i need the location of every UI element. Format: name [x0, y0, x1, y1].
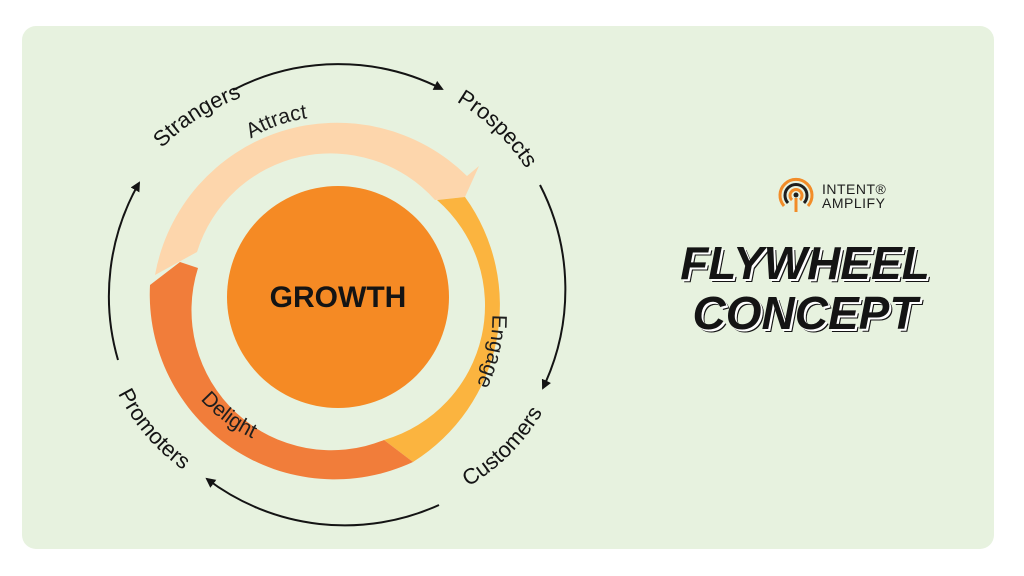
- growth-hub: [227, 186, 449, 408]
- outer-label-customers-text: Customers: [457, 402, 546, 491]
- segment-delight: [149, 262, 413, 480]
- growth-label: GROWTH: [270, 281, 407, 314]
- title-line2: CONCEPT: [692, 287, 918, 339]
- outer-label-prospects: Prospects: [454, 85, 543, 172]
- outer-label-strangers: Strangers: [148, 79, 244, 152]
- segment-engage: [384, 197, 500, 462]
- arc-promoters-to-strangers: [107, 181, 140, 361]
- arc-strangers-to-prospects: [232, 63, 444, 91]
- arc-customers-to-promoters: [205, 477, 440, 527]
- outer-label-strangers-text: Strangers: [148, 79, 244, 152]
- brand-line2: AMPLIFY: [822, 195, 886, 211]
- brand-line1: INTENT®: [822, 181, 887, 197]
- arc-prospects-to-customers: [539, 184, 567, 390]
- outer-cycle: [107, 63, 567, 527]
- outer-label-customers: Customers: [457, 402, 546, 491]
- outer-label-prospects-text: Prospects: [454, 85, 543, 172]
- page-title: FLYWHEEL CONCEPT: [660, 238, 950, 338]
- title-line1: FLYWHEEL: [680, 237, 930, 289]
- signal-target-icon: [778, 177, 814, 212]
- segment-attract: [155, 122, 479, 276]
- brand-name: INTENT® AMPLIFY: [822, 182, 886, 210]
- brand-logo: INTENT® AMPLIFY: [776, 176, 886, 216]
- flywheel-ring: [149, 122, 500, 480]
